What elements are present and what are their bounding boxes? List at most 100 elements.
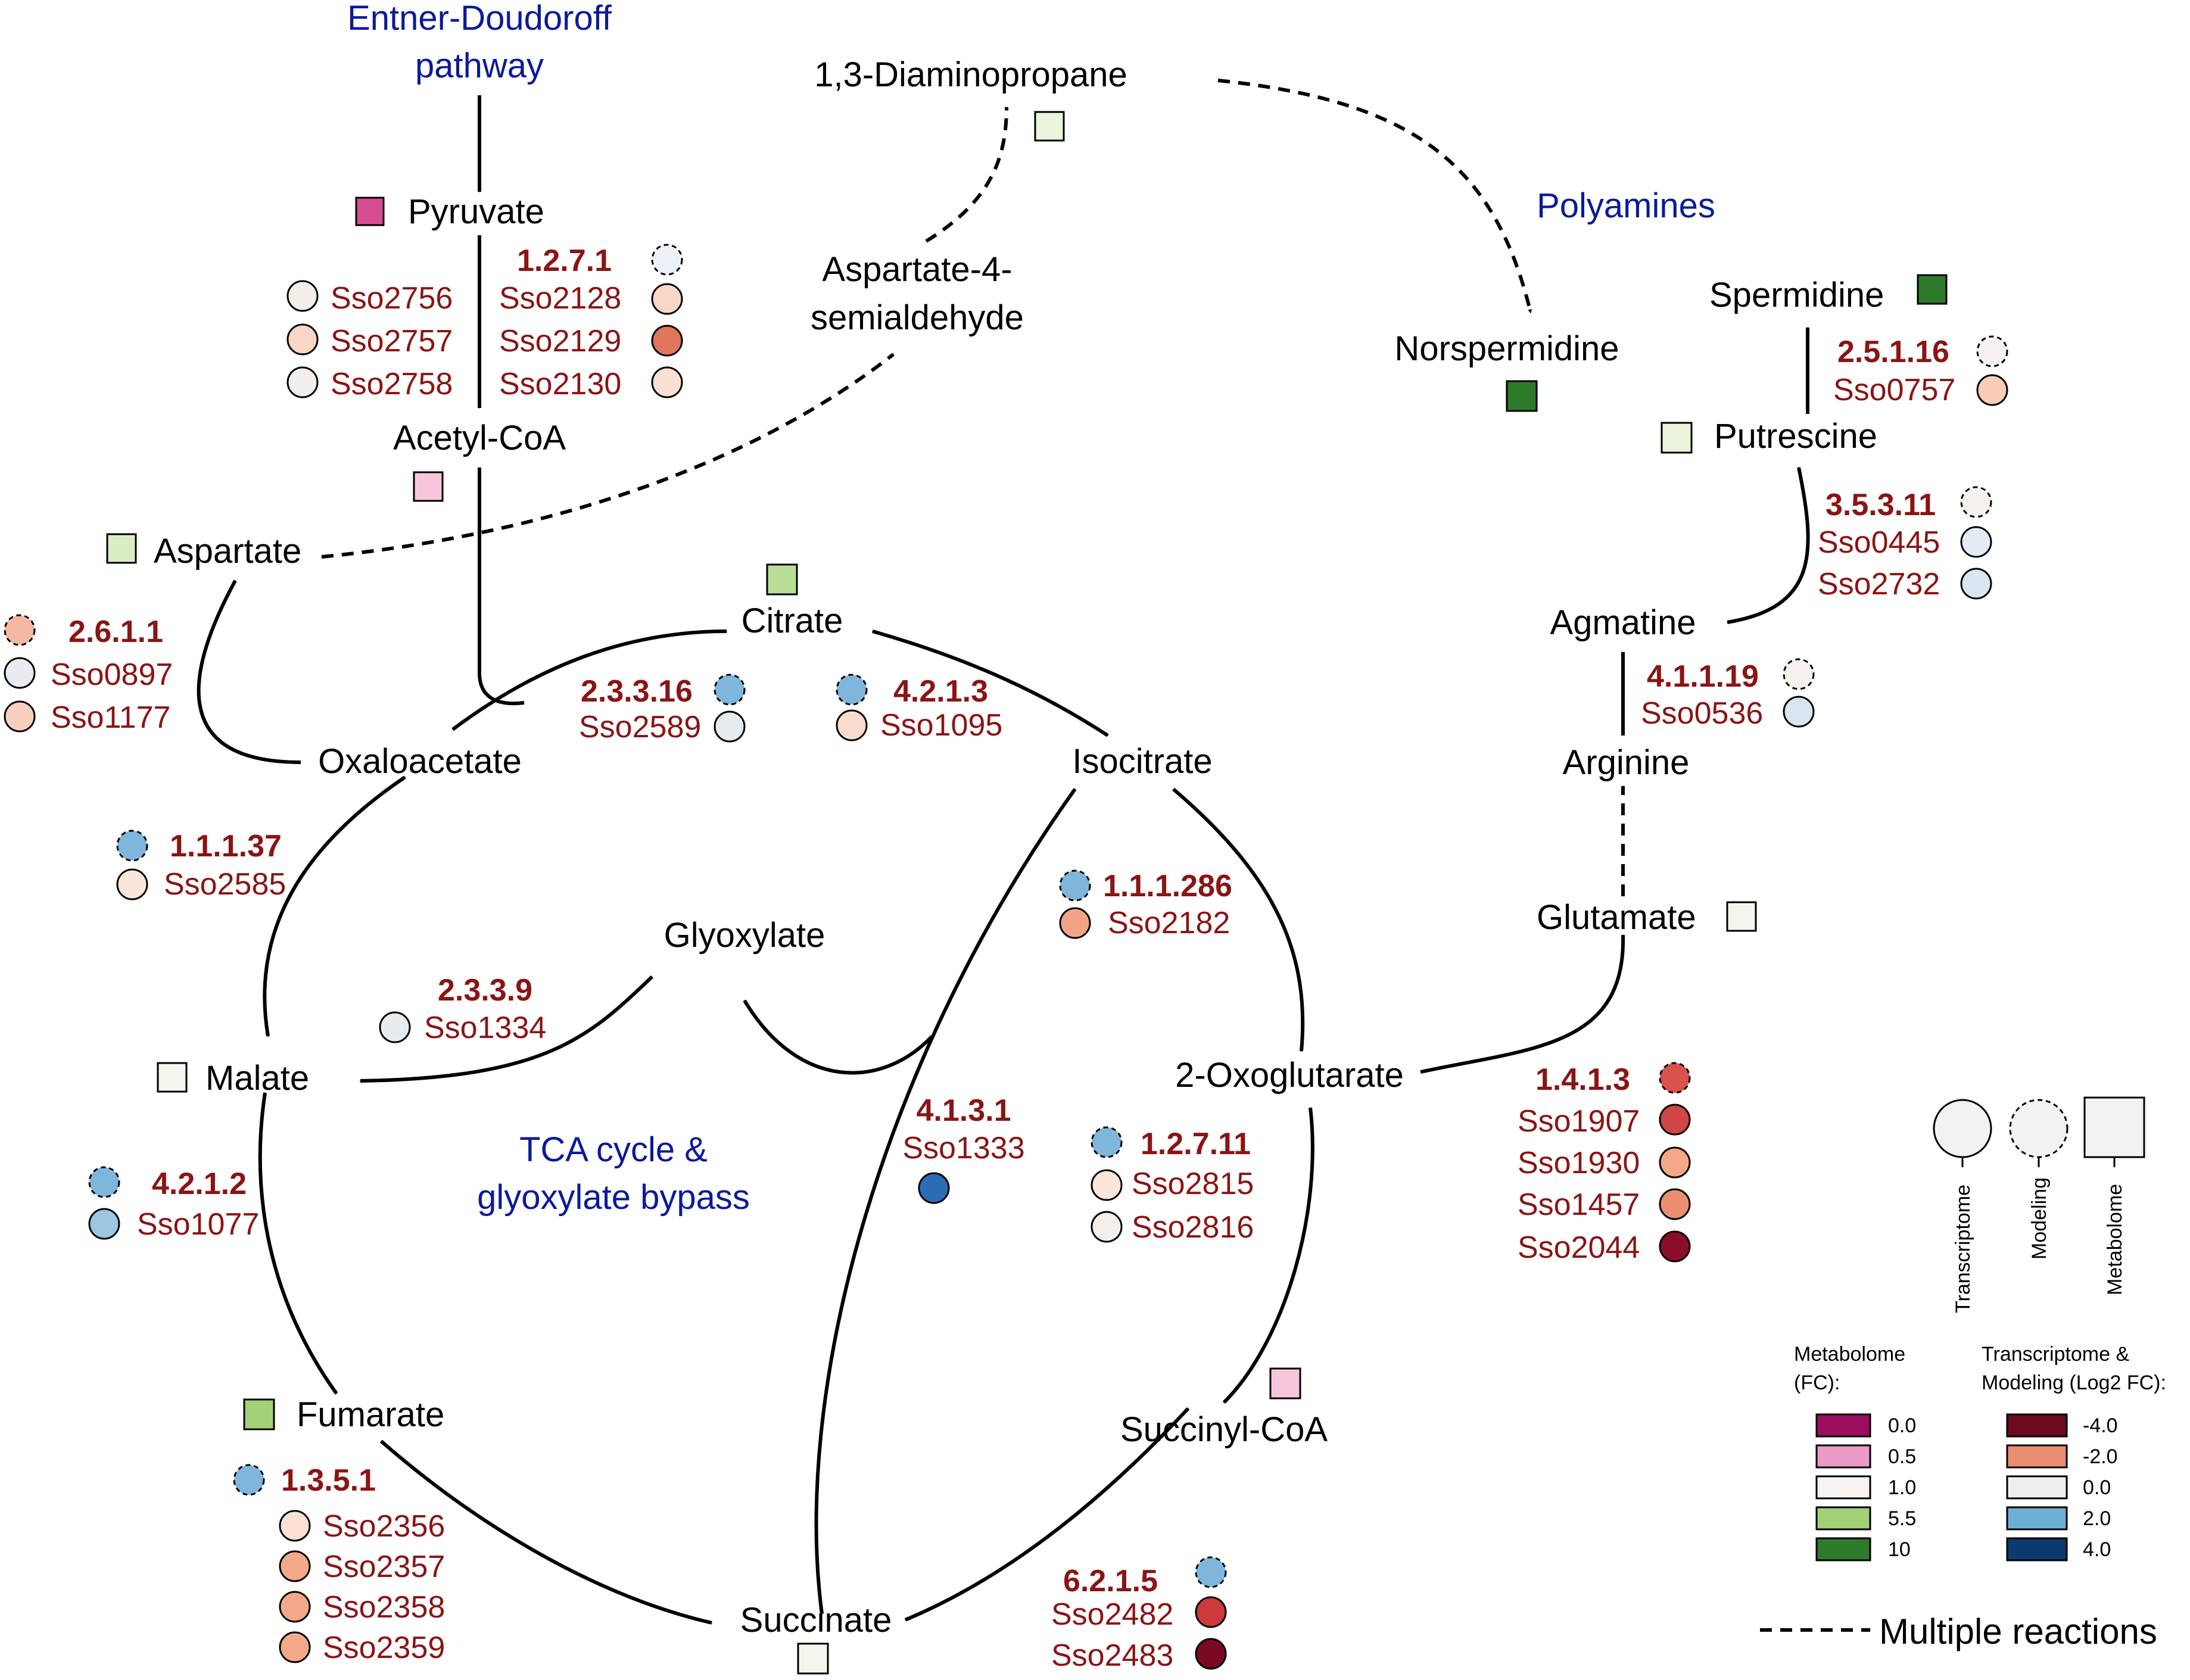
legend-transcriptome-label: Transcriptome	[1952, 1185, 1974, 1313]
gene-label: Sso0757	[1833, 373, 1955, 407]
arrow-oxaloacetate-to-aspartate	[197, 579, 301, 764]
gene-circle	[286, 366, 319, 398]
acetylcoa-label: Acetyl-CoA	[393, 419, 566, 457]
legend-metabolome-swatch	[1815, 1506, 1871, 1531]
enzyme-1.2.7.11: 1.2.7.11 Sso2815 Sso2816	[1091, 1126, 1254, 1245]
putrescine-metabolome-square	[1661, 422, 1693, 454]
enzyme-1.4.1.3: 1.4.1.3 Sso1907 Sso1930 Sso1457 Sso2044	[1518, 1062, 1691, 1265]
gene-label: Sso1334	[424, 1011, 546, 1045]
gene-circle	[1091, 1169, 1123, 1201]
gene-circle	[714, 710, 746, 743]
legend-transcriptome-title-1: Transcriptome &	[1982, 1343, 2129, 1366]
ec-number: 1.4.1.3	[1535, 1062, 1630, 1097]
legend-transcriptome-value: 0.0	[2083, 1476, 2111, 1499]
fumarate-label: Fumarate	[297, 1395, 444, 1434]
gene-circle	[1976, 374, 2008, 406]
arrow-agmatine-to-putrescine	[1727, 466, 1810, 624]
gene-label: Sso2756	[331, 281, 453, 316]
gene-label: Sso2732	[1818, 567, 1940, 601]
legend-metabolome-label: Metabolome	[2104, 1184, 2126, 1295]
tca-label-1: TCA cycle &	[519, 1130, 708, 1169]
gene-label: Sso2129	[499, 324, 621, 359]
modeling-circle	[1976, 335, 2008, 367]
arrow-glyoxylate-to-malate	[359, 975, 654, 1083]
legend-metabolome-swatch	[1815, 1537, 1871, 1561]
norspermidine-metabolome-square	[1506, 380, 1538, 412]
legend-metabolome-square	[2083, 1096, 2145, 1158]
modeling-circle	[1091, 1126, 1123, 1158]
legend-transcriptome-swatch	[2006, 1475, 2068, 1500]
aspartate-semialdehyde-label-2: semialdehyde	[811, 298, 1024, 337]
modeling-circle	[4, 614, 36, 646]
section-labels: Entner-Doudoroff pathway Polyamines TCA …	[347, 0, 1715, 1217]
gene-circle	[1659, 1230, 1691, 1263]
gene-circle	[1960, 526, 1992, 558]
arrow-aspartate-to-semialdehyde	[321, 353, 895, 559]
gene-label: Sso2356	[323, 1509, 445, 1544]
gene-circle	[88, 1208, 120, 1240]
gene-circle	[651, 283, 683, 315]
arrow-oxoglutarate-to-glutamate	[1420, 934, 1625, 1074]
modeling-circle	[1783, 658, 1815, 690]
arrow-fumarate-malate	[258, 1092, 338, 1395]
enzyme-1.2.7.1: 1.2.7.1 Sso2756 Sso2757 Sso2758 Sso2128 …	[286, 244, 683, 401]
enzyme-4.2.1.2: 4.2.1.2 Sso1077	[88, 1166, 259, 1242]
spermidine-metabolome-square	[1917, 274, 1948, 305]
legend-metabolome-swatch	[1815, 1475, 1871, 1500]
enzyme-4.1.1.19: 4.1.1.19 Sso0536	[1641, 658, 1815, 731]
modeling-circle	[1659, 1062, 1691, 1094]
legend-transcriptome-swatch	[2006, 1506, 2068, 1531]
enzyme-2.3.3.16: 2.3.3.16 Sso2589	[579, 674, 746, 744]
ec-number: 1.2.7.1	[517, 244, 612, 278]
legend-metabolome-value: 5.5	[1888, 1507, 1916, 1530]
gene-label: Sso1177	[51, 700, 170, 735]
gene-label: Sso2358	[323, 1590, 445, 1625]
gene-label: Sso2357	[323, 1550, 445, 1584]
gene-label: Sso2128	[499, 281, 621, 316]
ed-pathway-label-1: Entner-Doudoroff	[347, 0, 612, 38]
legend-transcriptome-swatch	[2006, 1444, 2068, 1469]
succinylcoa-metabolome-square	[1269, 1367, 1301, 1400]
aspartate-label: Aspartate	[154, 532, 301, 571]
diaminopropane-metabolome-square	[1034, 111, 1065, 142]
gene-label: Sso2758	[331, 367, 453, 401]
ed-pathway-label-2: pathway	[415, 46, 544, 85]
arrow-citrate-isocitrate	[871, 629, 1109, 737]
gene-label: Sso1930	[1518, 1146, 1640, 1180]
polyamines-label: Polyamines	[1537, 186, 1715, 225]
gene-circle	[1195, 1596, 1227, 1628]
legend-metabolome-value: 1.0	[1888, 1476, 1916, 1499]
diaminopropane-label: 1,3-Diaminopropane	[814, 55, 1127, 94]
glyoxylate-label: Glyoxylate	[664, 916, 825, 955]
enzymes: 1.2.7.1 Sso2756 Sso2757 Sso2758 Sso2128 …	[4, 244, 2008, 1673]
citrate-metabolome-square	[766, 563, 798, 596]
gene-circle	[1659, 1146, 1691, 1179]
ec-number: 4.2.1.3	[893, 674, 988, 709]
arrow-acetylcoa-line	[478, 467, 525, 706]
gene-label: Sso1457	[1518, 1187, 1640, 1222]
gene-circle	[836, 709, 868, 741]
gene-label: Sso2130	[499, 367, 621, 401]
gene-circle	[379, 1011, 411, 1043]
legend-metabolome-value: 0.5	[1888, 1445, 1916, 1468]
legend-transcriptome-value: -2.0	[2083, 1445, 2118, 1468]
arrow-semialdehyde-to-diaminopropane	[925, 106, 1009, 243]
gene-label: Sso2589	[579, 710, 701, 744]
gene-circle	[279, 1591, 311, 1623]
legend-metabolome-title-1: Metabolome	[1794, 1343, 1905, 1366]
gene-label: Sso2359	[323, 1631, 445, 1665]
oxaloacetate-label: Oxaloacetate	[318, 742, 522, 781]
spermidine-label: Spermidine	[1709, 276, 1884, 314]
modeling-circle	[1059, 869, 1091, 902]
arrow-oxoglutarate-to-succinylcoa	[1222, 1107, 1314, 1404]
ec-number: 1.1.1.286	[1103, 869, 1232, 903]
ec-number: 1.1.1.37	[170, 829, 282, 864]
legend-metabolome-value: 0.0	[1888, 1414, 1916, 1437]
glutamate-label: Glutamate	[1537, 898, 1696, 937]
ec-number: 6.2.1.5	[1063, 1564, 1158, 1598]
isocitrate-label: Isocitrate	[1072, 742, 1212, 781]
modeling-circle	[116, 830, 148, 862]
gene-label: Sso1077	[137, 1207, 259, 1242]
modeling-circle	[714, 674, 746, 706]
